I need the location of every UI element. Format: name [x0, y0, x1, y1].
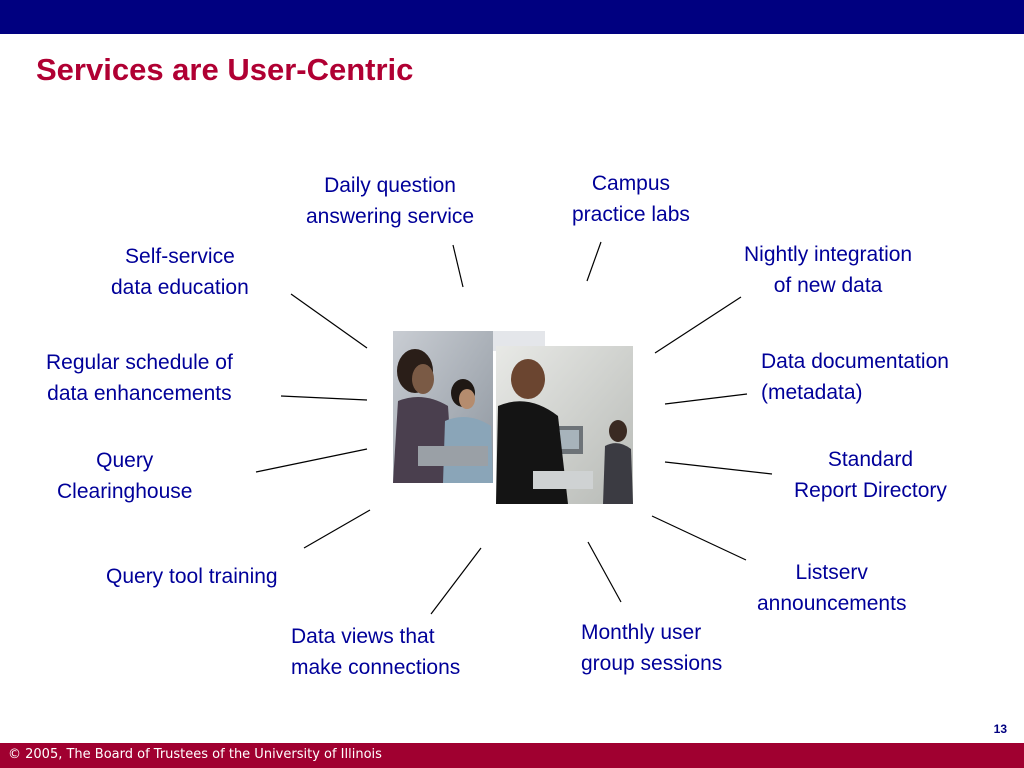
ray-nightly-integration	[654, 296, 742, 354]
footer-bar: © 2005, The Board of Trustees of the Uni…	[0, 743, 1024, 768]
label-query-clearinghouse: Query Clearinghouse	[57, 449, 193, 503]
label-regular-schedule: Regular schedule of data enhancements	[46, 351, 233, 405]
label-daily-question: Daily question answering service	[306, 174, 475, 228]
ray-self-service	[290, 293, 368, 349]
ray-regular-schedule	[280, 395, 368, 401]
copyright-text: © 2005, The Board of Trustees of the Uni…	[8, 747, 382, 762]
header-bar	[0, 0, 1024, 34]
ray-data-views	[430, 547, 482, 615]
label-query-tool: Query tool training	[106, 565, 278, 588]
label-campus-labs: Campus practice labs	[572, 172, 690, 226]
label-listserv: Listserv announcements	[757, 561, 907, 615]
ray-listserv	[651, 515, 747, 561]
label-self-service: Self-service data education	[111, 245, 249, 299]
slide-title: Services are User-Centric	[36, 52, 414, 87]
ray-query-clearinghouse	[255, 448, 368, 473]
label-monthly-user: Monthly user group sessions	[581, 621, 723, 675]
label-data-documentation: Data documentation (metadata)	[761, 350, 949, 404]
label-standard-report: Standard Report Directory	[794, 448, 947, 502]
label-nightly-integration: Nightly integration of new data	[744, 243, 913, 297]
ray-daily-question	[452, 244, 464, 288]
ray-query-tool	[303, 509, 371, 549]
people-at-computers-photo	[393, 331, 633, 504]
label-data-views: Data views that make connections	[291, 625, 461, 679]
ray-monthly-user	[587, 541, 622, 603]
ray-standard-report	[664, 461, 773, 475]
ray-data-documentation	[664, 393, 748, 405]
page-number: 13	[993, 722, 1007, 736]
ray-campus-labs	[586, 241, 602, 282]
